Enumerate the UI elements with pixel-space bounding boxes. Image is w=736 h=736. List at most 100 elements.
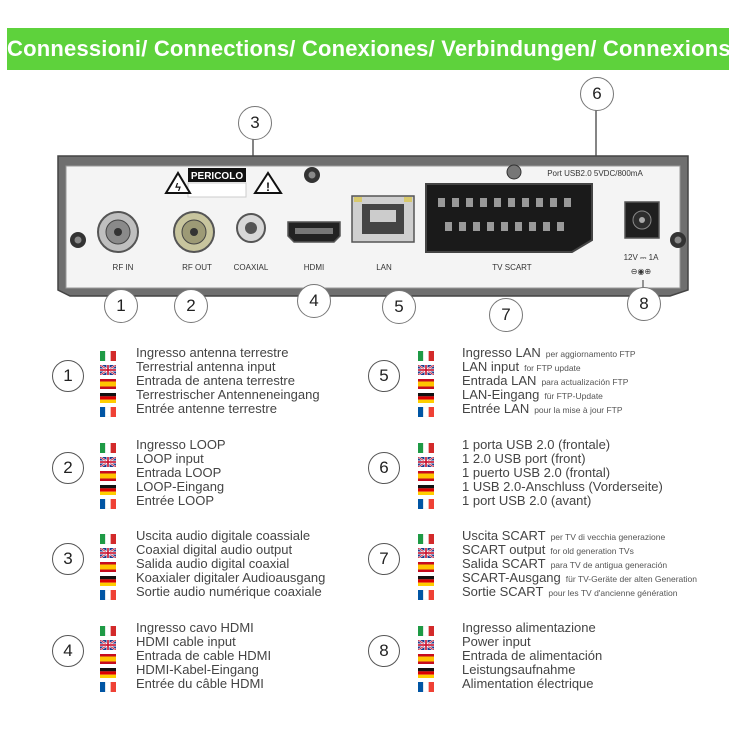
legend-line-note: for old generation TVs [550,546,634,556]
legend-line-fr: Entrée antenne terrestre [136,402,277,416]
legend-line-en: LAN input for FTP update [462,360,581,375]
legend-line-note: para TV de antigua generación [550,560,668,570]
legend-line-text: Coaxial digital audio output [136,542,293,557]
diagram-number-2: 2 [174,289,208,323]
page-title-banner: Connessioni/ Connections/ Conexiones/ Ve… [7,28,736,70]
high-voltage-icon [164,171,192,194]
svg-text:!: ! [266,180,270,194]
flag-es-icon [418,376,434,389]
legend-line-text: LOOP input [136,451,204,466]
legend-line-fr: Alimentation électrique [462,677,594,691]
legend-line-en: SCART output for old generation TVs [462,543,634,558]
flag-de-icon [418,390,434,403]
diagram-number-4: 4 [297,284,331,318]
legend-line-text: Terrestrischer Antenneneingang [136,387,320,402]
flag-es-icon [100,376,116,389]
legend-line-text: LAN-Eingang [462,387,540,402]
legend-line-it: Ingresso alimentazione [462,621,596,635]
polarity-icon: ⊖◉⊕ [631,267,651,276]
flag-es-icon [100,468,116,481]
flag-fr-icon [100,404,116,418]
tv-scart-label: TV SCART [492,263,532,272]
flag-en-icon [417,362,435,376]
legend-line-text: Entrada de alimentación [462,648,603,663]
flag-fr-icon [100,496,116,510]
legend-number-4: 4 [52,635,84,667]
legend-line-note: für FTP-Update [544,391,603,401]
flag-it-icon [100,440,116,454]
legend-line-es: Entrada de alimentación [462,649,602,663]
legend-line-fr: Sortie audio numérique coaxiale [136,585,322,599]
flag-es-icon [100,559,116,572]
flag-en-icon [417,545,435,559]
flag-it-icon [100,348,116,362]
legend-line-text: Sortie SCART [462,584,544,599]
flag-de-icon [100,482,116,495]
scart-connector [425,183,593,253]
usb-port-label: Port USB2.0 5VDC/800mA [547,169,643,178]
flag-en-icon [99,362,117,376]
svg-text:ϟ: ϟ [175,182,181,194]
legend-line-text: Uscita SCART [462,528,546,543]
legend-line-text: 1 2.0 USB port (front) [462,451,586,466]
legend-line-text: LAN input [462,359,520,374]
legend-line-fr: Entrée du câble HDMI [136,677,264,691]
flag-fr-icon [100,679,116,693]
warning-icon [253,171,283,194]
legend-line-de: 1 USB 2.0-Anschluss (Vorderseite) [462,480,663,494]
legend-line-note: per TV di vecchia generazione [550,532,666,542]
lan-label: LAN [376,263,392,272]
legend-line-note: per aggiornamento FTP [545,349,636,359]
legend-line-text: Entrée LOOP [136,493,215,508]
flag-it-icon [100,623,116,637]
legend-line-text: 1 port USB 2.0 (avant) [462,493,592,508]
flag-fr-icon [100,587,116,601]
legend-line-text: Entrée antenne terrestre [136,401,277,416]
legend-line-note: for FTP update [524,363,581,373]
legend-line-text: Salida SCART [462,556,546,571]
legend-line-text: 1 USB 2.0-Anschluss (Vorderseite) [462,479,663,494]
hdmi-label: HDMI [304,263,324,272]
legend-line-text: Entrada de cable HDMI [136,648,272,663]
ground-screw-icon [506,164,522,180]
legend-line-es: Entrada LOOP [136,466,221,480]
legend-line-en: HDMI cable input [136,635,236,649]
legend-line-text: 1 porta USB 2.0 (frontale) [462,437,611,452]
flag-de-icon [418,573,434,586]
legend-line-en: LOOP input [136,452,204,466]
flag-de-icon [100,390,116,403]
flag-fr-icon [418,404,434,418]
flag-de-icon [418,482,434,495]
legend-line-note: für TV-Geräte der alten Generation [565,574,697,584]
flag-es-icon [418,468,434,481]
flag-es-icon [418,559,434,572]
legend-line-text: HDMI cable input [136,634,236,649]
legend-line-en: Power input [462,635,531,649]
legend-number-3: 3 [52,543,84,575]
legend-number-2: 2 [52,452,84,484]
flag-de-icon [100,573,116,586]
legend-line-en: Terrestrial antenna input [136,360,275,374]
diagram-number-6: 6 [580,77,614,111]
rf-in-label: RF IN [113,263,134,272]
diagram-number-5: 5 [382,290,416,324]
legend-line-text: SCART output [462,542,546,557]
flag-en-icon [99,454,117,468]
legend-line-note: para actualización FTP [541,377,629,387]
legend-line-text: Uscita audio digitale coassiale [136,528,311,543]
legend-line-text: Entrada de antena terrestre [136,373,295,388]
legend-line-text: Ingresso alimentazione [462,620,596,635]
legend-line-en: Coaxial digital audio output [136,543,292,557]
legend-line-text: Salida audio digital coaxial [136,556,290,571]
flag-it-icon [418,531,434,545]
coaxial-label: COAXIAL [234,263,269,272]
diagram-number-7: 7 [489,298,523,332]
legend-number-8: 8 [368,635,400,667]
legend-line-de: LAN-Eingang für FTP-Update [462,388,603,403]
legend-line-text: LOOP-Eingang [136,479,225,494]
legend-line-text: Entrée LAN [462,401,530,416]
legend-line-text: Power input [462,634,531,649]
flag-it-icon [418,623,434,637]
